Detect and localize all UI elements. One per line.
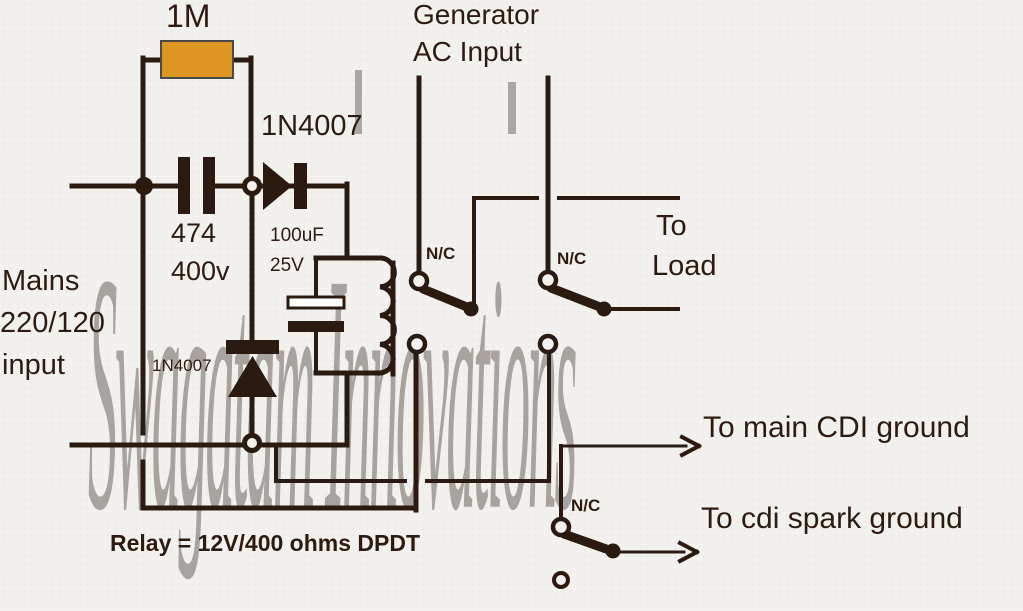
generator-label-line2: AC Input	[413, 36, 522, 67]
mains-label-line3: input	[2, 349, 65, 381]
watermark-stroke	[355, 70, 362, 134]
switch3-nc-label: N/C	[571, 496, 601, 515]
resistor-right-lead	[230, 55, 254, 181]
cdi-spark-ground-label: To cdi spark ground	[701, 502, 963, 535]
watermark-stroke	[508, 82, 516, 134]
load-label-line2: Load	[652, 250, 717, 282]
film-cap-code-label: 474	[171, 218, 217, 248]
electrolytic-positive-plate	[286, 295, 346, 310]
junction-ring	[242, 433, 262, 453]
watermark-text: Swagatam Innovations	[88, 203, 577, 581]
shunt-diode-label: 1N4007	[152, 356, 212, 375]
electrolytic-voltage-label: 25V	[270, 255, 304, 276]
switch2-arm	[546, 283, 605, 312]
switch3-pole	[605, 543, 621, 559]
junction-dot	[135, 177, 153, 195]
no1-feed-wire	[140, 350, 419, 513]
film-cap-plate-left	[178, 157, 190, 214]
arrow-main-cdi-ground	[679, 434, 702, 458]
film-cap-plate-right	[203, 157, 215, 214]
switch1-nc-label: N/C	[426, 244, 456, 263]
shunt-diode-cathode-bar	[226, 340, 279, 354]
switch1-no-contact	[406, 333, 428, 355]
series-diode-anode	[263, 162, 292, 210]
switch3-nc-contact	[550, 516, 572, 538]
resistor-value-label: 1M	[166, 0, 211, 34]
series-diode-cathode-bar	[294, 163, 307, 209]
resistor-left-lead	[140, 55, 164, 436]
switch2-nc-label: N/C	[557, 249, 587, 268]
electrolytic-negative-plate	[288, 321, 344, 332]
generator-label-line1: Generator	[413, 0, 540, 30]
shunt-diode-anode	[228, 356, 277, 397]
film-cap-voltage-label: 400v	[171, 256, 230, 286]
no2-feed-wire	[274, 351, 551, 483]
switch3-no-contact	[552, 571, 570, 589]
series-diode-label: 1N4007	[261, 110, 363, 142]
resistor-1m-body	[160, 40, 234, 79]
switch1-arm	[418, 284, 472, 312]
switch1-nc-contact	[408, 270, 430, 292]
switch3-arm	[559, 529, 614, 555]
junction-ring	[242, 176, 262, 196]
switch2-no-contact	[537, 333, 559, 355]
main-cdi-ground-label: To main CDI ground	[703, 411, 970, 444]
pole1-load-wire	[472, 196, 680, 311]
mains-label-line1: Mains	[2, 265, 80, 297]
switch2-pole	[596, 301, 612, 317]
mains-label-line2: 220/120	[0, 307, 105, 339]
switch1-pole	[463, 301, 479, 317]
relay-spec-note: Relay = 12V/400 ohms DPDT	[110, 530, 421, 556]
switch2-nc-contact	[537, 269, 559, 291]
electrolytic-value-label: 100uF	[270, 225, 324, 246]
arrow-spark-ground	[677, 540, 700, 564]
load-label-line1: To	[656, 210, 687, 242]
